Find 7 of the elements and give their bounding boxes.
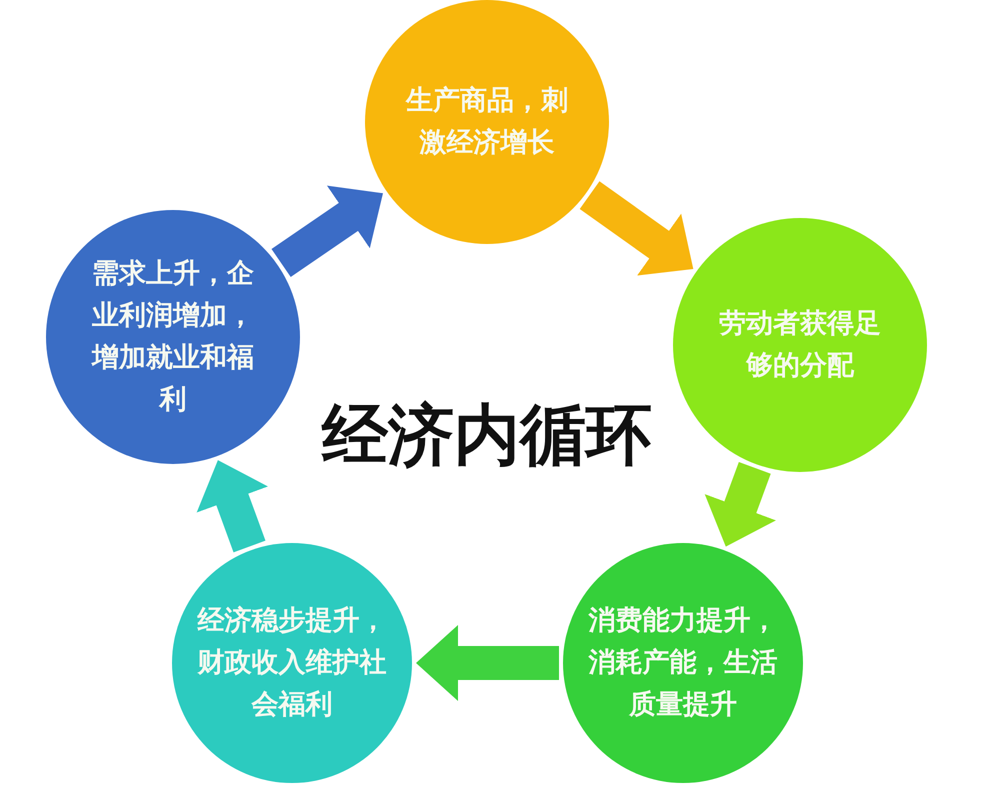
stage-text: 消费能力提升，消耗产能，生活质量提升 [587, 604, 778, 722]
arrow [416, 625, 559, 701]
stage-text: 需求上升，企业利润增加，增加就业和福利 [90, 257, 255, 417]
stage-text: 生产商品，刺激经济增长 [404, 84, 569, 160]
stage-text: 劳动者获得足够的分配 [718, 307, 882, 383]
title: 经济内循环 [322, 395, 652, 475]
stage-text: 经济稳步提升，财政收入维护社会福利 [196, 604, 388, 722]
